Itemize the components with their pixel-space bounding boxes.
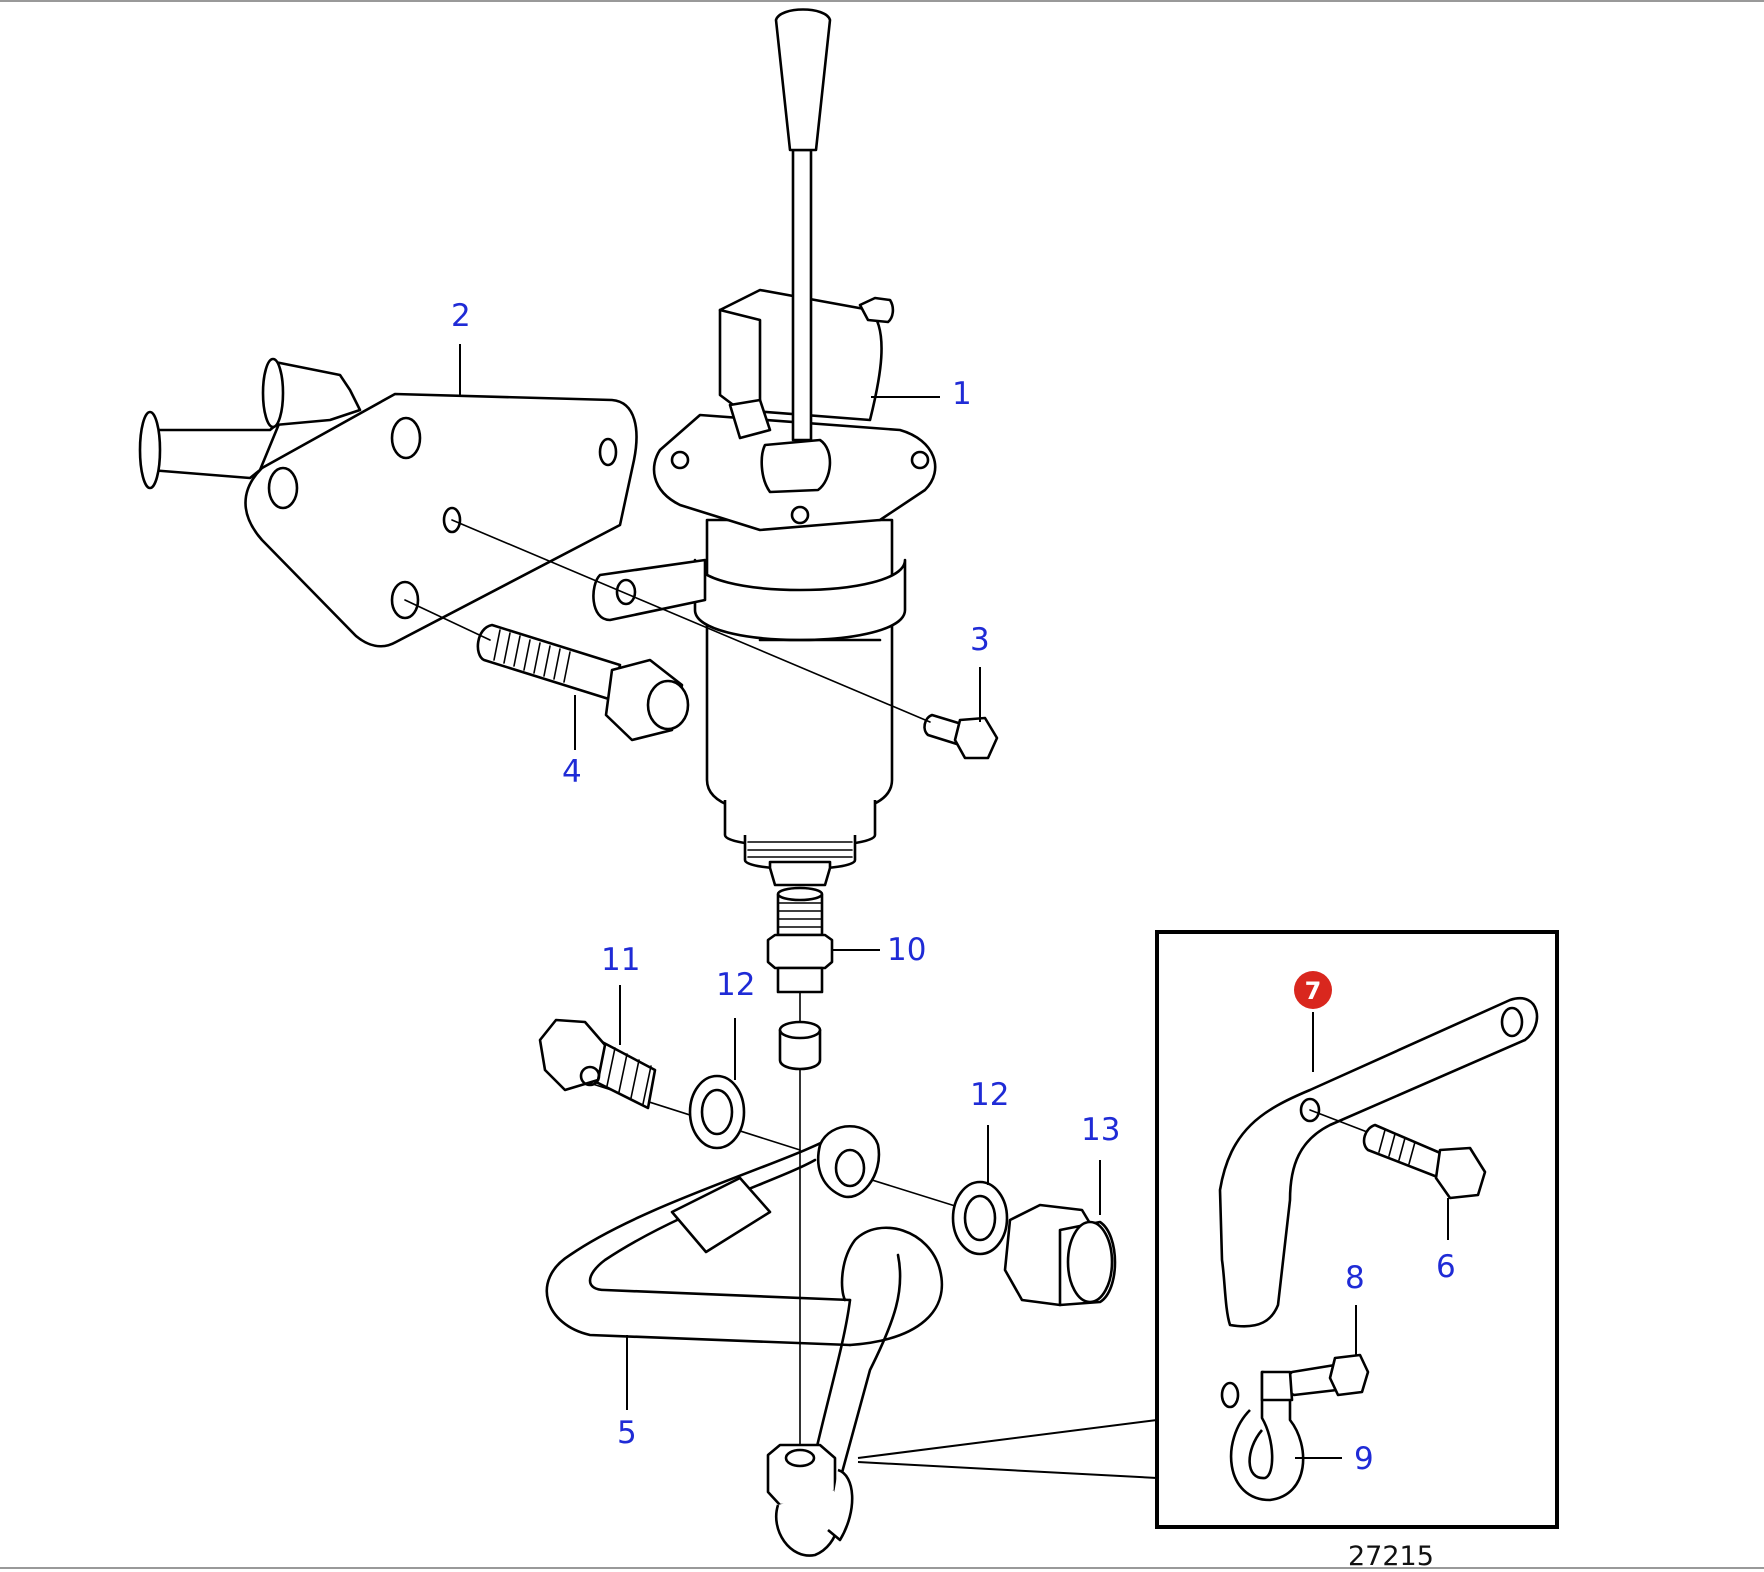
callout-5: 5 <box>617 1415 637 1451</box>
banjo-bolt-head <box>538 1018 607 1092</box>
callout-10: 10 <box>887 932 926 968</box>
nipple-thread-lines-upper <box>777 902 823 928</box>
callout-8: 8 <box>1345 1260 1365 1296</box>
pump-ring <box>693 558 907 642</box>
pipe-bend <box>840 1226 944 1347</box>
part-6-bolt-shank <box>1362 1123 1447 1180</box>
olive-top <box>778 1020 822 1040</box>
pipe-down-left <box>813 1298 852 1457</box>
part-4-long-bolt <box>476 623 690 742</box>
part-7-bracket-hole-mid <box>1299 1097 1321 1123</box>
callout-6: 6 <box>1436 1249 1456 1285</box>
pump-lever-rod <box>791 148 813 442</box>
callout-7-highlight-badge <box>1294 971 1332 1009</box>
bracket-hole-5 <box>390 580 420 620</box>
pipe-banjo-hole <box>834 1148 866 1188</box>
plug-face <box>1066 1220 1114 1304</box>
part-10-union-nipple <box>766 886 834 994</box>
part-12-washer-right <box>951 1180 1009 1256</box>
part-3-small-bolt <box>923 713 999 760</box>
callout-13: 13 <box>1081 1112 1120 1148</box>
part-9-clip <box>1229 1370 1305 1502</box>
callout-9: 9 <box>1354 1441 1374 1477</box>
bracket-hole-1 <box>390 416 422 460</box>
banjo-bolt-hole <box>579 1065 601 1087</box>
callout-11: 11 <box>601 942 640 978</box>
pump-top-nipple <box>858 296 895 324</box>
callout-1: 1 <box>952 376 972 412</box>
bracket-tube-upper-end <box>261 357 285 429</box>
pipe-inner-left <box>588 1158 852 1302</box>
part-1-hand-pump <box>592 8 937 887</box>
pipe-end-bore <box>784 1448 816 1468</box>
long-bolt-face <box>646 679 690 731</box>
pipe-down-right <box>838 1253 902 1482</box>
pump-top-edge <box>718 308 762 412</box>
pump-mount-arm <box>592 558 707 622</box>
bracket-tube-lower-end <box>138 410 162 490</box>
part-12-washer-left <box>688 1074 746 1150</box>
part-9-clip-fixing <box>1220 1381 1240 1409</box>
axis-line-bolt-3 <box>451 519 931 723</box>
part-9-clip-tab <box>1260 1370 1294 1402</box>
washer-left-inner <box>700 1088 734 1136</box>
pipe-end-clamp <box>827 1468 854 1542</box>
callout-4: 4 <box>562 754 582 790</box>
flange-screw-3 <box>790 505 810 525</box>
nipple-lower-thread <box>776 966 824 994</box>
olive-body <box>778 1028 822 1071</box>
callout-labels: 1 2 3 4 5 6 7 8 9 10 11 12 12 13 <box>451 298 1456 1477</box>
bracket-hole-4 <box>442 506 462 534</box>
part-2-mounting-bracket <box>138 357 638 648</box>
pump-lever-lock <box>728 398 772 440</box>
detail-axis-line <box>1309 1109 1376 1136</box>
part-8-screw-head <box>1328 1353 1370 1397</box>
washer-right-inner <box>963 1194 997 1242</box>
callout-3: 3 <box>970 622 990 658</box>
pump-arm-hole <box>615 578 637 606</box>
olive-ring <box>778 1020 822 1071</box>
flange-screw-2 <box>910 450 930 470</box>
callout-leaders <box>459 344 1449 1459</box>
long-bolt-thread <box>493 629 571 683</box>
small-bolt-head <box>953 716 999 760</box>
callout-2: 2 <box>451 298 471 334</box>
callout-12-left: 12 <box>716 967 755 1003</box>
part-7-bracket-hole-end <box>1500 1006 1524 1038</box>
detail-pointer <box>857 1419 1158 1479</box>
long-bolt-shank <box>476 623 622 702</box>
flange-screw-1 <box>670 450 690 470</box>
part-6-bolt-thread <box>1378 1129 1416 1165</box>
pipe-sleeve <box>670 1176 772 1254</box>
bracket-hole-3 <box>267 466 299 510</box>
part-11-banjo-bolt <box>538 1018 657 1110</box>
axis-line-bolt-4 <box>404 599 491 641</box>
detail-inset <box>857 930 1559 1529</box>
callout-7: 7 <box>1305 977 1322 1005</box>
part-5-fuel-pipe <box>545 1124 944 1557</box>
pump-lever-handle <box>774 8 832 152</box>
pump-lever-pivot <box>760 438 832 494</box>
callout-12-right: 12 <box>970 1077 1009 1113</box>
nipple-top <box>776 886 824 902</box>
pump-outlet-nut <box>768 860 832 887</box>
bracket-hole-2 <box>598 437 618 467</box>
part-13-plug <box>1003 1203 1117 1307</box>
bracket-plate <box>244 392 638 648</box>
banjo-bolt-thread <box>606 1047 652 1105</box>
pipe-outer-left <box>545 1128 852 1347</box>
part-6-bolt-head <box>1434 1146 1487 1200</box>
nipple-hex <box>766 933 834 970</box>
pump-thread-lines <box>747 841 853 858</box>
diagram-reference-number: 27215 <box>1348 1541 1434 1572</box>
